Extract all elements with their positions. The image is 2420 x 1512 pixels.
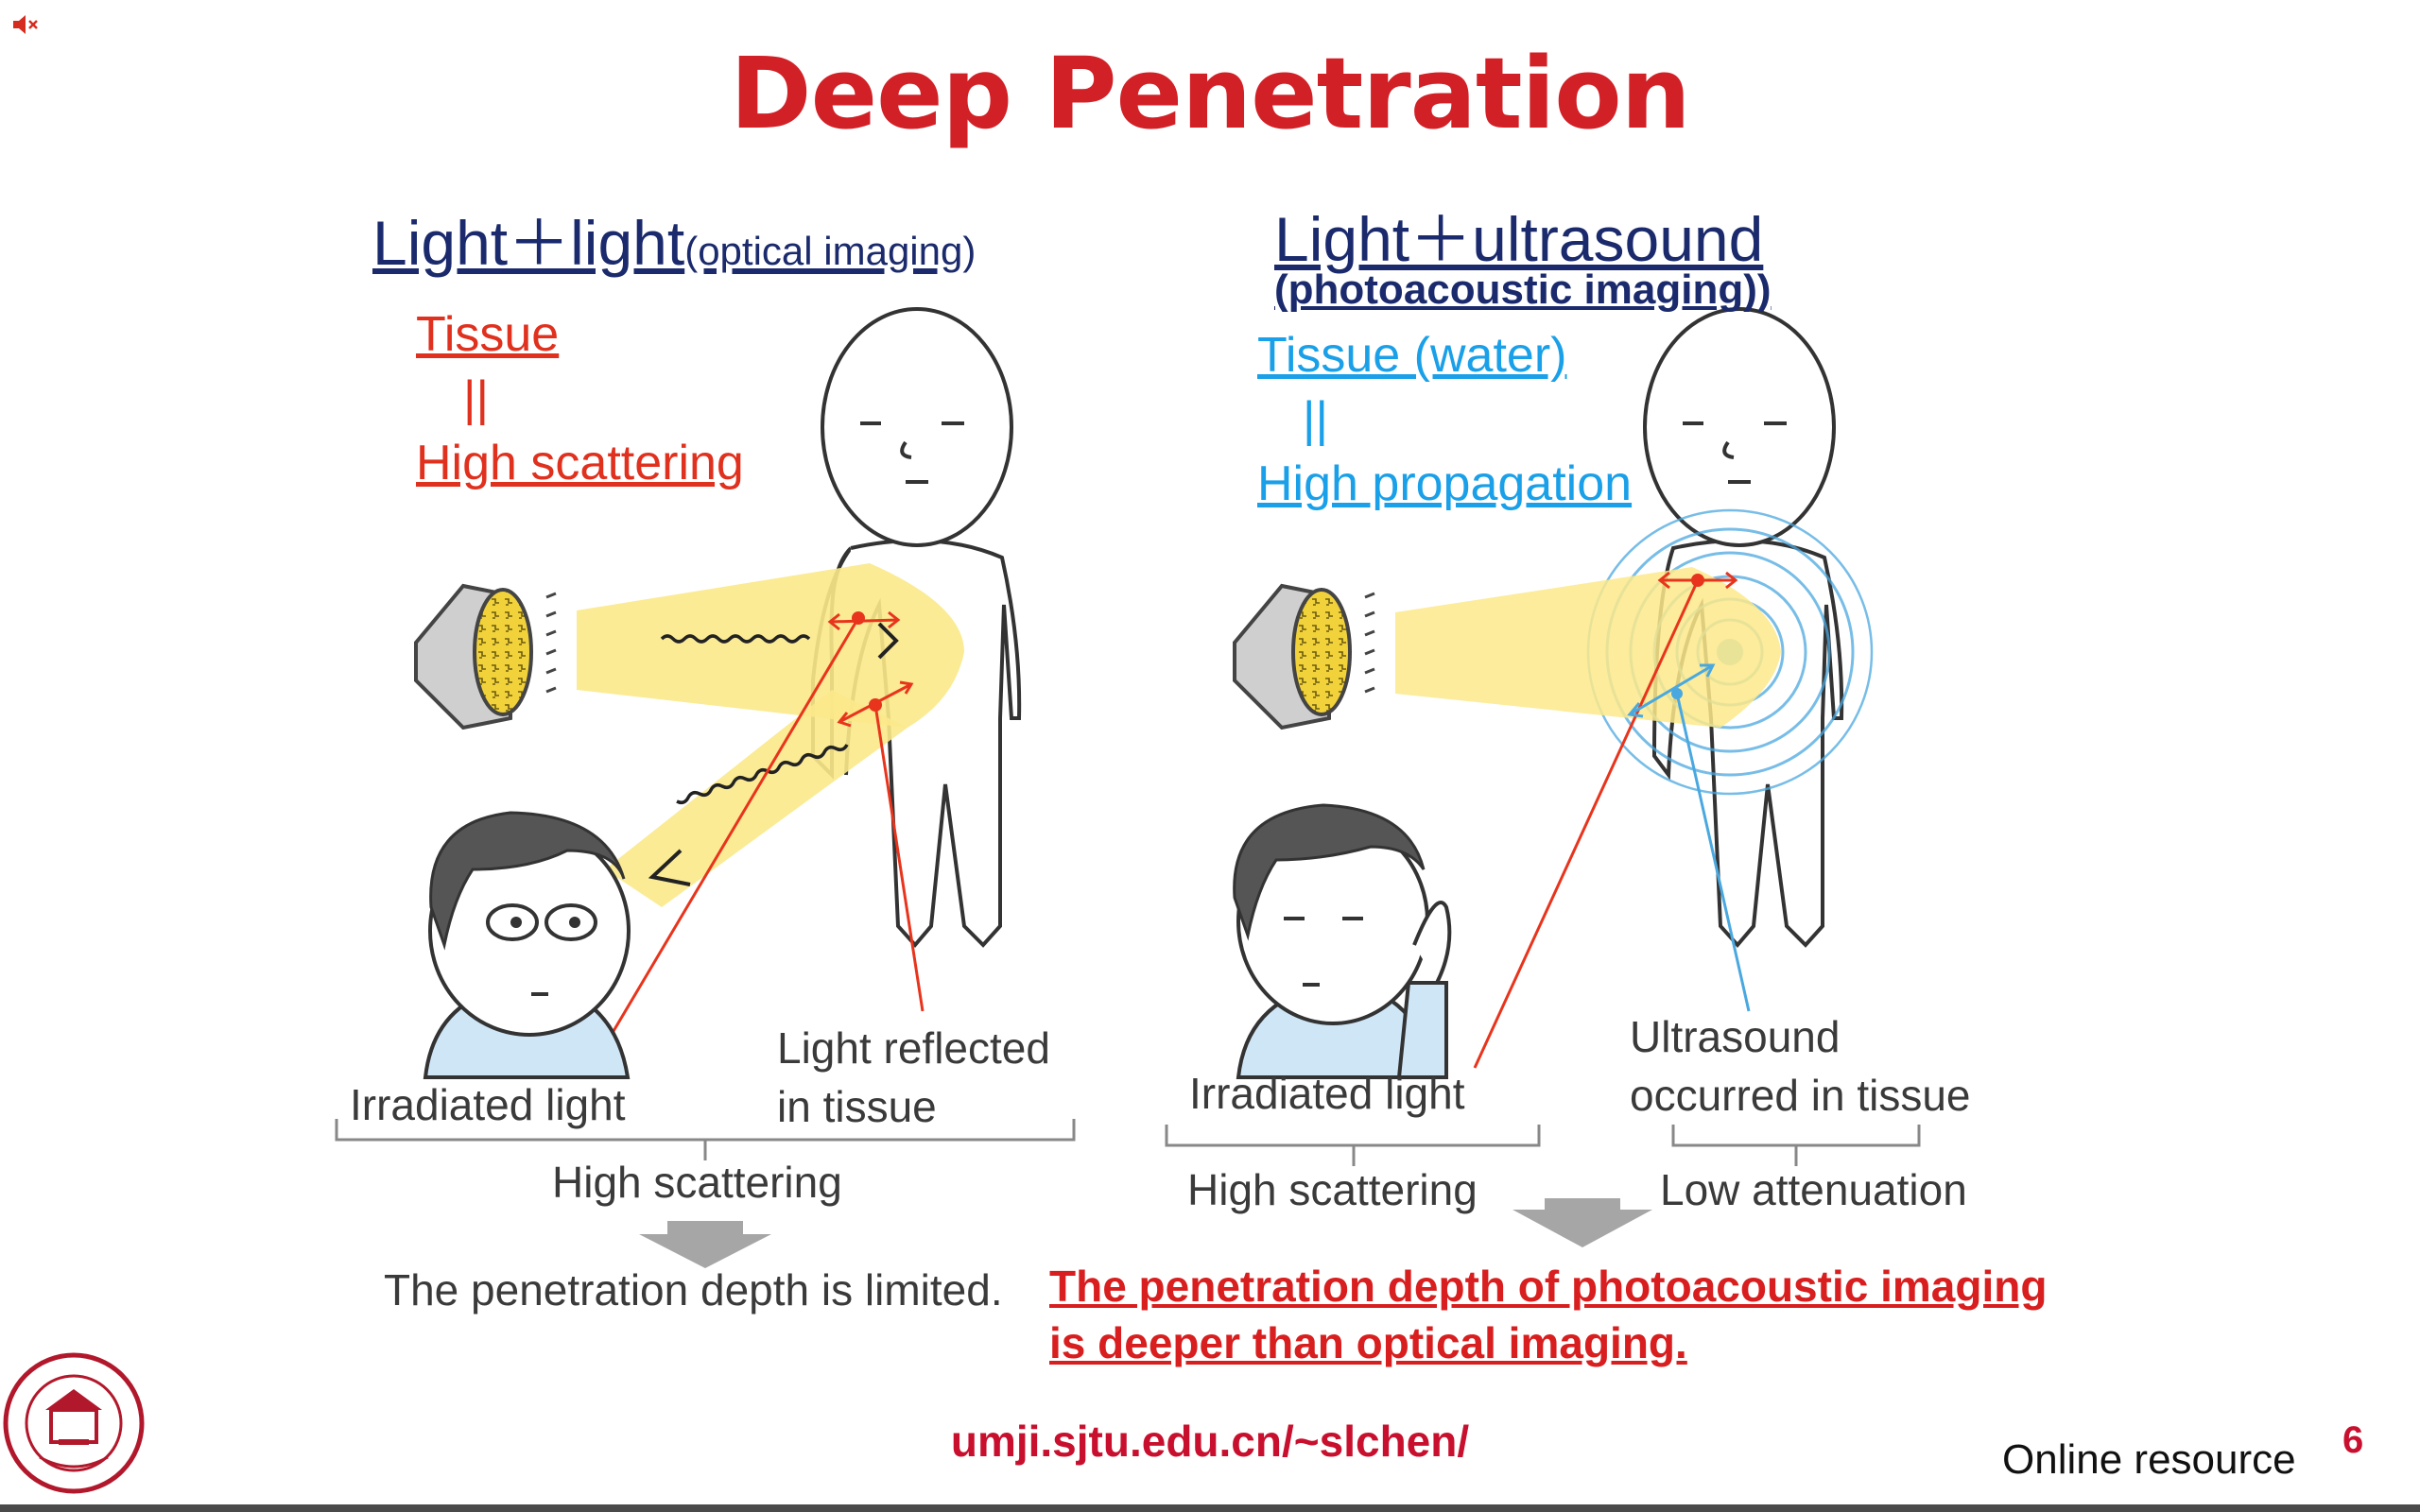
left-incident-beam [577, 563, 964, 728]
right-label-group-2: Low attenuation [1660, 1165, 1967, 1214]
right-bracket-2 [1671, 1125, 1921, 1147]
right-label-ultrasound-line2: occurred in tissue [1630, 1071, 1971, 1120]
left-incident-wave [660, 634, 811, 644]
right-bracket-1 [1165, 1125, 1541, 1147]
right-heading-sub: (photoacoustic imaging)) [1274, 266, 1772, 313]
conclusion-line1: The penetration depth of photoacoustic i… [1049, 1262, 2048, 1311]
right-scatter-arrows [1473, 571, 1738, 1069]
left-heading-sub: (optical imaging) [684, 229, 977, 273]
right-incident-beam [1395, 567, 1781, 728]
left-heading: Light＋light(optical imaging) [372, 193, 976, 284]
left-heading-main: Light＋light [372, 208, 685, 278]
left-label-group: High scattering [552, 1158, 842, 1207]
right-standing-face [1683, 421, 1787, 484]
left-standing-face [860, 421, 964, 484]
left-label-reflected-line2: in tissue [777, 1082, 937, 1131]
left-label-reflected-line1: Light reflected [777, 1023, 1050, 1073]
left-down-arrow [639, 1221, 771, 1268]
right-label-group-1: High scattering [1187, 1165, 1478, 1214]
left-note-equals: || [463, 371, 490, 426]
right-note-equals: || [1303, 392, 1329, 447]
page-number: 6 [2342, 1419, 2364, 1461]
right-note-property: High propagation [1257, 456, 1633, 511]
footer-source: Online resource [2002, 1436, 2296, 1483]
muted-speaker-icon[interactable] [11, 13, 42, 36]
right-observer-person [1233, 803, 1452, 1079]
left-note-property: High scattering [416, 436, 744, 490]
footer-url[interactable]: umji.sjtu.edu.cn/~slchen/ [950, 1417, 1470, 1466]
left-panel-drawing [335, 307, 1076, 1268]
left-light-source [414, 583, 557, 730]
conclusion-line2: is deeper than optical imaging. [1049, 1318, 1687, 1367]
right-standing-person [1643, 307, 1844, 949]
right-label-irradiated: Irradiated light [1189, 1069, 1465, 1118]
left-note-tissue: Tissue [416, 307, 560, 362]
bottom-bar [0, 1504, 2420, 1512]
right-heading-main: Light＋ultrasound [1274, 204, 1764, 274]
left-reflected-wave [676, 744, 849, 805]
university-seal-logo [3, 1352, 145, 1494]
left-label-irradiated: Irradiated light [350, 1080, 626, 1129]
right-label-ultrasound-line1: Ultrasound [1630, 1012, 1841, 1061]
slide-title: Deep Penetration [730, 36, 1690, 151]
right-light-source [1233, 583, 1375, 730]
right-ultrasound-arrows [1627, 663, 1751, 1012]
left-observer-person [423, 811, 631, 1079]
left-result: The penetration depth is limited. [384, 1265, 1003, 1314]
right-note-tissue: Tissue (water) [1257, 328, 1567, 383]
right-down-arrow [1512, 1198, 1652, 1247]
right-panel-drawing [1165, 307, 1921, 1247]
left-reflected-beam [605, 690, 908, 907]
